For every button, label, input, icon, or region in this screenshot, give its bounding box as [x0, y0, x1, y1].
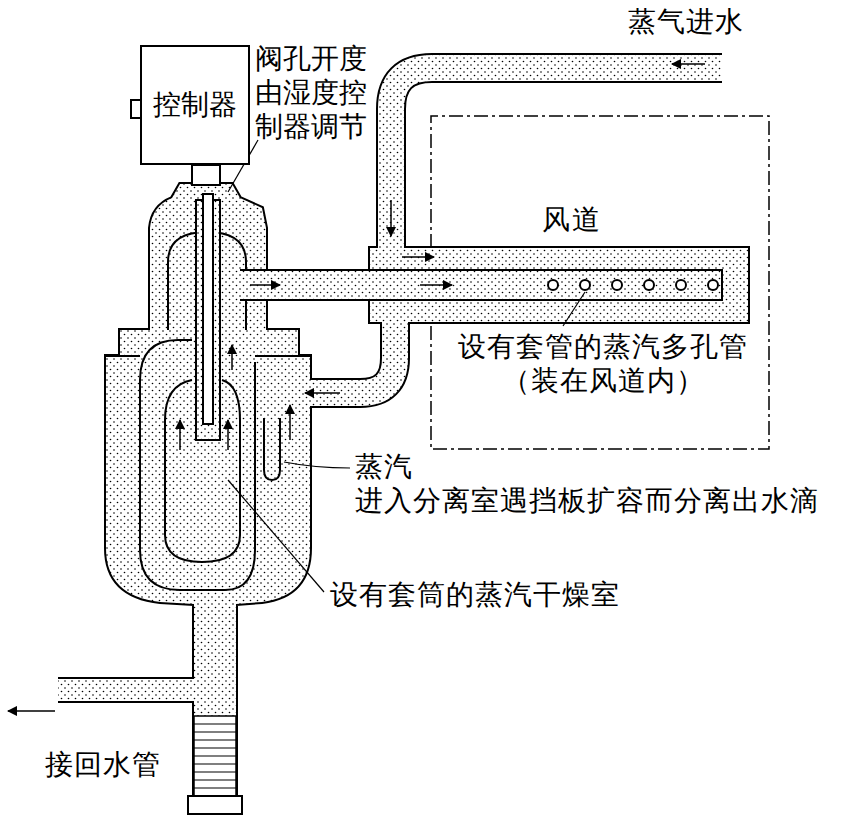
valve-internals — [106, 194, 310, 590]
duct-label: 风道 — [542, 203, 602, 237]
drain-pipe-wall — [192, 630, 238, 800]
flow-arrow — [420, 284, 452, 286]
flow-arrow — [179, 420, 181, 450]
return-water-pipe-wall — [58, 677, 215, 703]
hole — [676, 280, 686, 290]
hatch-line — [194, 731, 236, 732]
pipe-label: 设有套管的蒸汽多孔管 （装在风道内） — [438, 330, 768, 398]
flow-arrow — [402, 256, 434, 258]
separator-note: 蒸汽 进入分离室遇挡板扩容而分离出水滴 — [355, 450, 855, 518]
duct-outline — [430, 115, 770, 450]
return-pipe-steam — [282, 312, 395, 393]
flow-arrow — [390, 200, 392, 236]
leader-line — [284, 462, 350, 468]
leader-line — [228, 480, 324, 592]
hatch-line — [194, 763, 236, 764]
water-hatch — [194, 724, 236, 788]
flow-arrow — [231, 345, 233, 370]
valve-body-wall — [106, 184, 310, 640]
return-water-pipe-steam — [58, 679, 215, 701]
air-duct: 风道 — [430, 115, 770, 450]
duct-border — [431, 116, 769, 449]
perforated-pipe — [240, 270, 722, 300]
return-arrow — [8, 710, 55, 712]
leader-line — [563, 292, 585, 326]
hatch-line — [194, 779, 236, 780]
hatch-line — [194, 723, 236, 724]
controller-neck — [192, 165, 220, 185]
inlet-label: 蒸气进水 — [628, 5, 744, 39]
hole — [612, 280, 622, 290]
hatch-line — [194, 787, 236, 788]
valve-stem — [203, 194, 213, 424]
separator-baffle — [264, 418, 280, 480]
hole — [708, 280, 718, 290]
flange-line — [106, 355, 140, 357]
drying-chamber-label: 设有套筒的蒸汽干燥室 — [330, 578, 620, 612]
steam-fill — [58, 68, 748, 800]
flange-line — [255, 355, 310, 357]
supply-pipe-steam — [391, 68, 722, 262]
pipe-walls — [58, 68, 748, 800]
return-pipe-label: 接回水管 — [45, 748, 161, 782]
hole — [548, 280, 558, 290]
flow-arrow — [305, 392, 340, 394]
drain-pipe-steam — [194, 630, 236, 800]
water-seal — [194, 716, 236, 796]
hatch-line — [194, 771, 236, 772]
supply-pipe-wall — [391, 68, 722, 262]
hatch-line — [194, 739, 236, 740]
flow-arrow — [289, 405, 291, 440]
flow-arrow — [227, 420, 229, 450]
valve-note: 阀孔开度由湿度控制器调节 — [255, 42, 371, 144]
drain-cap — [188, 796, 242, 814]
hatch-line — [194, 755, 236, 756]
hatch-line — [194, 747, 236, 748]
return-pipe-wall — [282, 312, 395, 393]
pipe-holes — [548, 280, 718, 290]
hole — [580, 280, 590, 290]
hole — [644, 280, 654, 290]
flow-arrow — [250, 284, 280, 286]
controller-box: 控制器 — [140, 45, 250, 165]
flow-arrow — [672, 63, 705, 65]
valve-body-steam — [106, 184, 310, 640]
controller-label: 控制器 — [153, 88, 237, 122]
